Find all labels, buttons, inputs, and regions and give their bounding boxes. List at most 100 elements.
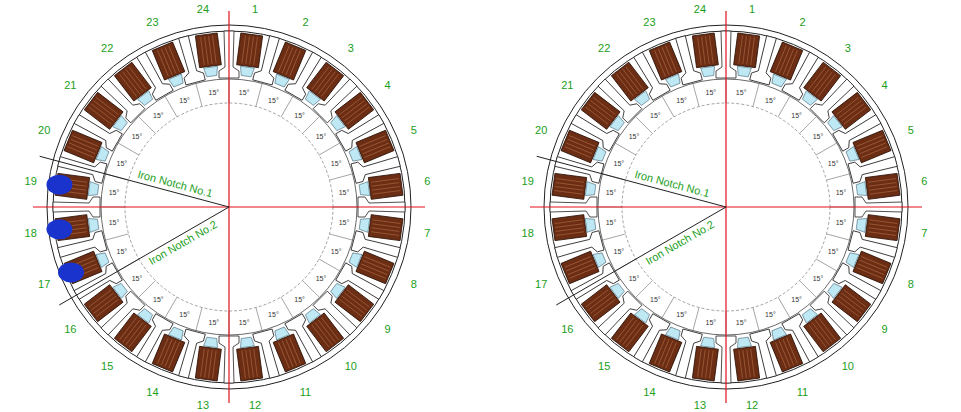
slot-coil: [649, 325, 685, 372]
angle-label: 15°: [791, 111, 802, 118]
stator: [530, 11, 922, 403]
notch-label: Iron Notch No.2: [147, 219, 219, 267]
angle-label: 15°: [316, 274, 327, 281]
angle-label: 15°: [650, 111, 661, 118]
slot-wedge: [138, 307, 155, 323]
angle-label: 15°: [706, 319, 717, 326]
notch-line: [59, 207, 229, 305]
angle-label: 15°: [209, 319, 220, 326]
slot-wedge: [770, 74, 786, 88]
angle-label: 15°: [132, 133, 143, 140]
slot-wedge: [770, 326, 786, 340]
angle-label: 15°: [268, 96, 279, 103]
slot-wedge: [610, 116, 626, 133]
slot-number: 3: [845, 43, 851, 54]
slot-wedge: [273, 74, 289, 88]
slot-wedge: [348, 147, 362, 163]
slot-wedge: [329, 282, 345, 299]
slot-wedge: [845, 147, 859, 163]
slot-number: 6: [424, 175, 430, 186]
notch-line: [537, 156, 726, 207]
slot-coil: [152, 42, 188, 89]
slot-wedge: [359, 217, 370, 232]
slot-coil: [114, 62, 157, 109]
angle-label: 15°: [331, 248, 342, 255]
slot-number: 22: [598, 43, 610, 54]
slot-coil: [611, 305, 654, 352]
slot-number: 16: [64, 323, 76, 334]
slot-number: 20: [535, 125, 547, 136]
marker-ellipse: [58, 262, 84, 282]
angle-label: 15°: [331, 159, 342, 166]
angle-label: 15°: [132, 274, 143, 281]
slot-number: 22: [101, 43, 113, 54]
slot-wedge: [635, 307, 652, 323]
slot-coil: [732, 336, 759, 381]
slot-coil: [855, 173, 900, 200]
angle-label: 15°: [109, 188, 120, 195]
slot-coil: [844, 247, 891, 283]
angle-label: 15°: [836, 219, 847, 226]
slot-number: 8: [411, 278, 417, 289]
slot-coil: [358, 173, 403, 200]
slot-number: 3: [348, 43, 354, 54]
slot-coil: [766, 42, 802, 89]
slot-number: 5: [411, 125, 417, 136]
slot-wedge: [273, 326, 289, 340]
slot-number: 23: [146, 17, 158, 28]
slot-wedge: [113, 282, 129, 299]
slot-coil: [552, 213, 597, 240]
notch-label: Iron Notch No.1: [633, 169, 710, 200]
slot-wedge: [304, 91, 321, 107]
slot-coil: [327, 279, 374, 322]
slot-wedge: [736, 66, 751, 77]
slot-wedge: [856, 217, 867, 232]
slot-wedge: [666, 326, 682, 340]
slot-coil: [561, 130, 608, 166]
slot-number: 2: [302, 17, 308, 28]
slot-wedge: [138, 91, 155, 107]
slot-number: 24: [694, 3, 706, 14]
slot-wedge: [204, 66, 219, 77]
angle-label: 15°: [109, 219, 120, 226]
slot-number: 19: [25, 175, 37, 186]
angle-label: 15°: [153, 296, 164, 303]
slot-coil: [824, 92, 871, 135]
slot-number: 4: [882, 80, 888, 91]
slot-number: 2: [799, 17, 805, 28]
slot-coil: [844, 130, 891, 166]
angle-label: 15°: [606, 219, 617, 226]
slot-wedge: [88, 217, 99, 232]
angle-label: 15°: [239, 88, 250, 95]
slot-coil: [798, 305, 841, 352]
slot-wedge: [801, 307, 818, 323]
angle-label: 15°: [239, 319, 250, 326]
slot-number: 6: [921, 175, 927, 186]
slot-number: 7: [921, 228, 927, 239]
slot-number: 17: [535, 278, 547, 289]
slot-wedge: [593, 251, 607, 267]
slot-coil: [732, 33, 759, 78]
slot-coil: [649, 42, 685, 89]
angle-label: 15°: [117, 159, 128, 166]
slot-number: 21: [561, 80, 573, 91]
angle-label: 15°: [606, 188, 617, 195]
angle-label: 15°: [706, 88, 717, 95]
angle-label: 15°: [614, 159, 625, 166]
slot-wedge: [801, 91, 818, 107]
slot-number: 13: [694, 400, 706, 411]
slot-wedge: [96, 147, 110, 163]
slot-number: 13: [197, 400, 209, 411]
angle-label: 15°: [791, 296, 802, 303]
slot-coil: [195, 336, 222, 381]
marker-ellipse: [46, 175, 72, 195]
slot-coil: [766, 325, 802, 372]
slot-number: 21: [64, 80, 76, 91]
slot-coil: [301, 305, 344, 352]
slot-wedge: [635, 91, 652, 107]
slot-wedge: [701, 66, 716, 77]
angle-label: 15°: [614, 248, 625, 255]
slot-number: 14: [146, 386, 158, 397]
slot-number: 18: [25, 228, 37, 239]
slot-coil: [581, 92, 628, 135]
